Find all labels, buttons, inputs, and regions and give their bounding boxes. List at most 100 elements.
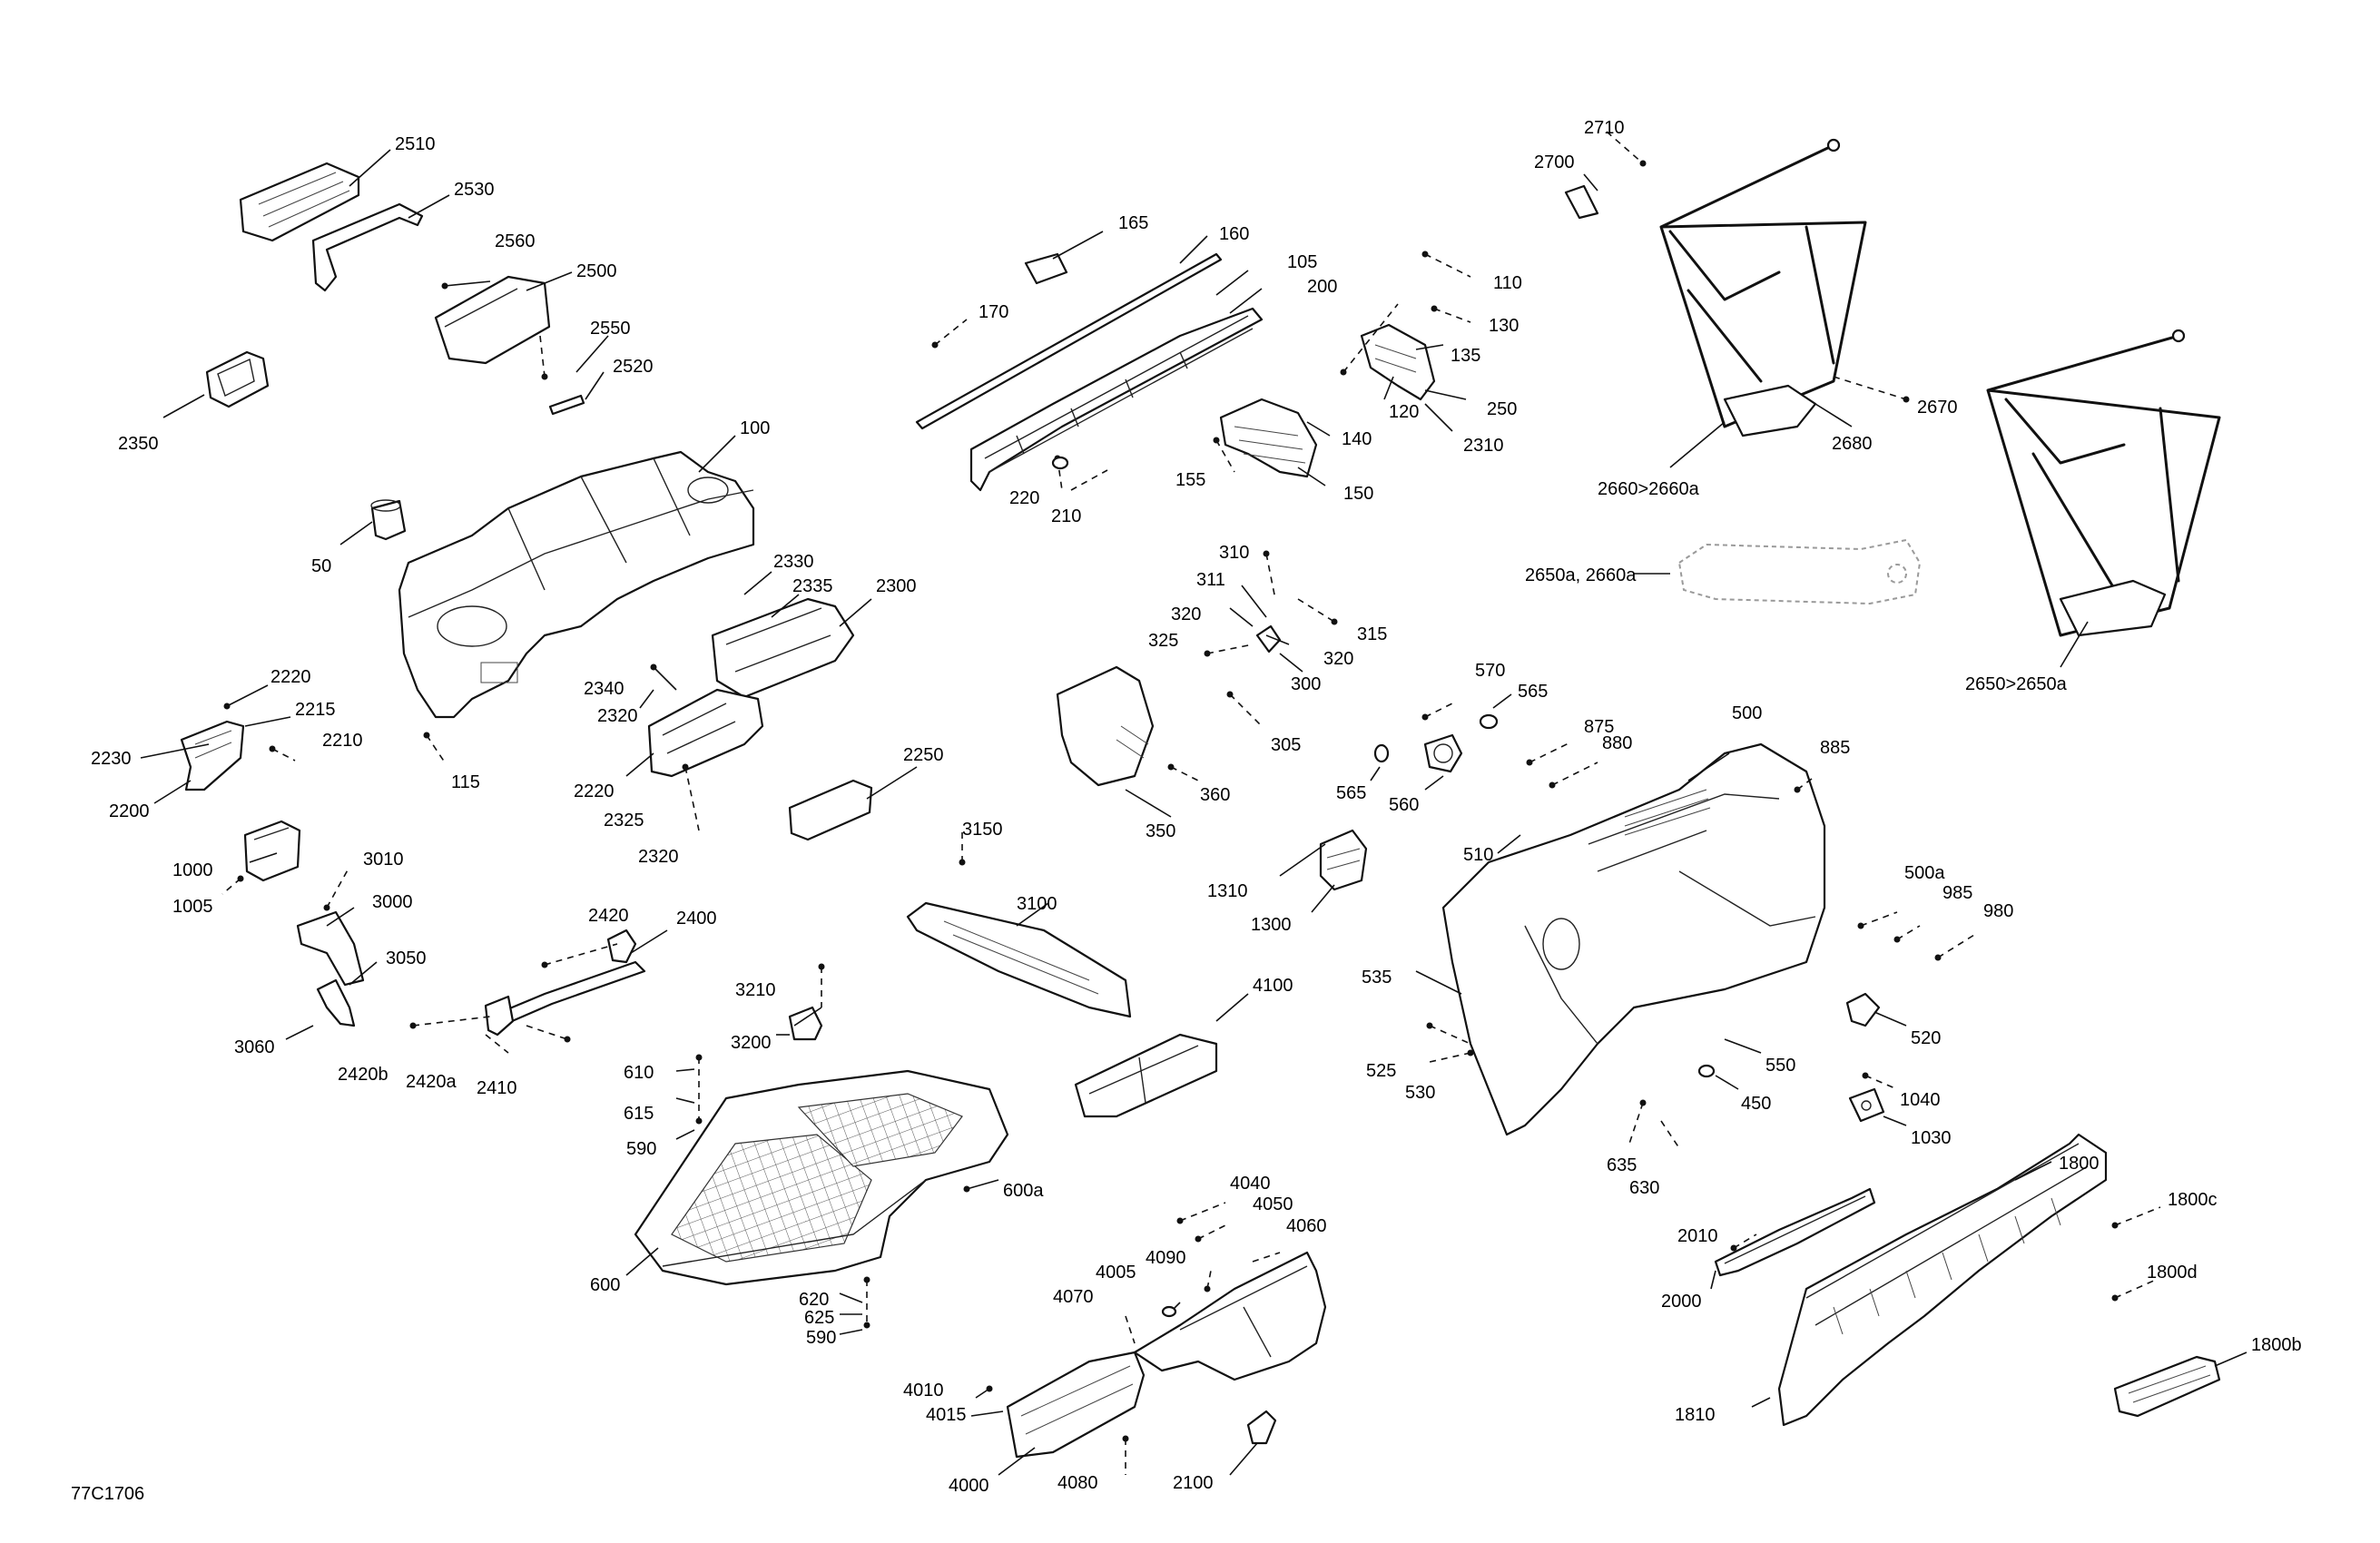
callout-985: 985: [1942, 883, 1972, 903]
part-2250: [788, 779, 873, 841]
callout-2420: 2420: [588, 906, 629, 926]
callout-450: 450: [1741, 1094, 1771, 1114]
callout-610: 610: [624, 1063, 654, 1083]
callout-2410: 2410: [477, 1078, 517, 1098]
part-3100: [906, 901, 1132, 1018]
callout-600a: 600a: [1003, 1181, 1044, 1201]
callout-590-b: 590: [806, 1328, 836, 1348]
callout-310: 310: [1219, 543, 1249, 563]
callout-labels: 2510 2530 2560 2500 2550 2520 2350 100 5…: [91, 118, 2302, 1496]
callout-165: 165: [1118, 213, 1148, 233]
callout-1810: 1810: [1675, 1405, 1716, 1425]
callout-2500: 2500: [576, 261, 617, 281]
callout-2400: 2400: [676, 909, 717, 929]
callout-315: 315: [1357, 624, 1387, 644]
callout-105: 105: [1287, 252, 1317, 272]
callout-600: 600: [590, 1275, 620, 1295]
part-2500: [434, 275, 551, 365]
fasteners: [223, 160, 2119, 1442]
part-450: [1697, 1064, 1716, 1078]
callout-620: 620: [799, 1290, 829, 1310]
callout-2350: 2350: [118, 434, 159, 454]
callout-160: 160: [1219, 224, 1249, 244]
callout-2560: 2560: [495, 231, 536, 251]
callout-2420b: 2420b: [338, 1065, 388, 1085]
callout-1030: 1030: [1911, 1128, 1952, 1148]
part-2650: [1986, 329, 2221, 637]
part-500: [1441, 742, 1826, 1136]
callout-2300: 2300: [876, 576, 917, 596]
callout-4010: 4010: [903, 1381, 944, 1400]
part-2510: [239, 162, 360, 242]
callout-885: 885: [1820, 738, 1850, 758]
callout-2310: 2310: [1463, 436, 1504, 456]
callout-320-a: 320: [1171, 604, 1201, 624]
callout-2650a-2660a: 2650a, 2660a: [1525, 565, 1637, 585]
callout-590-a: 590: [626, 1139, 656, 1159]
callout-4015: 4015: [926, 1405, 967, 1425]
callout-2330: 2330: [773, 552, 814, 572]
callout-2210: 2210: [322, 731, 363, 751]
callout-115: 115: [451, 772, 480, 792]
part-3000: [296, 910, 365, 1027]
callout-350: 350: [1146, 821, 1175, 841]
part-100: [398, 450, 755, 719]
callout-4100: 4100: [1253, 976, 1293, 996]
callout-550: 550: [1765, 1056, 1795, 1076]
callout-360: 360: [1200, 785, 1230, 805]
callout-2325: 2325: [604, 811, 644, 830]
callout-2000: 2000: [1661, 1292, 1702, 1312]
callout-4070: 4070: [1053, 1287, 1094, 1307]
callout-4090: 4090: [1146, 1248, 1186, 1268]
callout-630: 630: [1629, 1178, 1659, 1198]
part-4100: [1074, 1033, 1218, 1118]
callout-1005: 1005: [172, 897, 213, 917]
part-600: [634, 1069, 1009, 1286]
part-520: [1845, 992, 1881, 1027]
part-4000: [1006, 1351, 1146, 1459]
callout-3150: 3150: [962, 820, 1003, 840]
callout-2200: 2200: [109, 801, 150, 821]
part-300: [1255, 624, 1282, 654]
callout-4050: 4050: [1253, 1194, 1293, 1214]
callout-210: 210: [1051, 506, 1081, 526]
callout-500a: 500a: [1904, 863, 1945, 883]
drawing-code: 77C1706: [71, 1484, 144, 1504]
callout-2320-b: 2320: [638, 847, 679, 867]
callout-2220-b: 2220: [574, 781, 615, 801]
part-150: [1219, 398, 1318, 478]
part-2300: [711, 597, 855, 699]
callout-3010: 3010: [363, 850, 404, 870]
callout-135: 135: [1451, 346, 1480, 366]
callout-3060: 3060: [234, 1037, 275, 1057]
callout-880: 880: [1602, 733, 1632, 753]
callout-2010: 2010: [1677, 1226, 1718, 1246]
callout-980: 980: [1983, 901, 2013, 921]
callout-4060: 4060: [1286, 1216, 1327, 1236]
callout-2100: 2100: [1173, 1473, 1214, 1493]
part-2200: [180, 720, 245, 791]
part-2520: [548, 394, 585, 416]
callout-2550: 2550: [590, 319, 631, 339]
part-565: [1373, 713, 1499, 763]
part-1800b: [2113, 1355, 2221, 1418]
callout-320-b: 320: [1323, 649, 1353, 669]
callout-3000: 3000: [372, 892, 413, 912]
part-1300: [1319, 829, 1368, 891]
callout-510: 510: [1463, 845, 1493, 865]
callout-1310: 1310: [1207, 881, 1248, 901]
part-2400: [484, 929, 646, 1037]
callout-2320-a: 2320: [597, 706, 638, 726]
part-3200: [788, 1006, 823, 1041]
callout-1800d: 1800d: [2147, 1263, 2198, 1283]
callout-100: 100: [740, 418, 770, 438]
callout-4080: 4080: [1057, 1473, 1098, 1493]
callout-2530: 2530: [454, 180, 495, 200]
callout-3100: 3100: [1017, 894, 1057, 914]
part-135: [1360, 323, 1436, 401]
callout-2710: 2710: [1584, 118, 1625, 138]
part-2350: [205, 350, 270, 408]
callout-2700: 2700: [1534, 152, 1575, 172]
callout-311: 311: [1196, 570, 1225, 590]
